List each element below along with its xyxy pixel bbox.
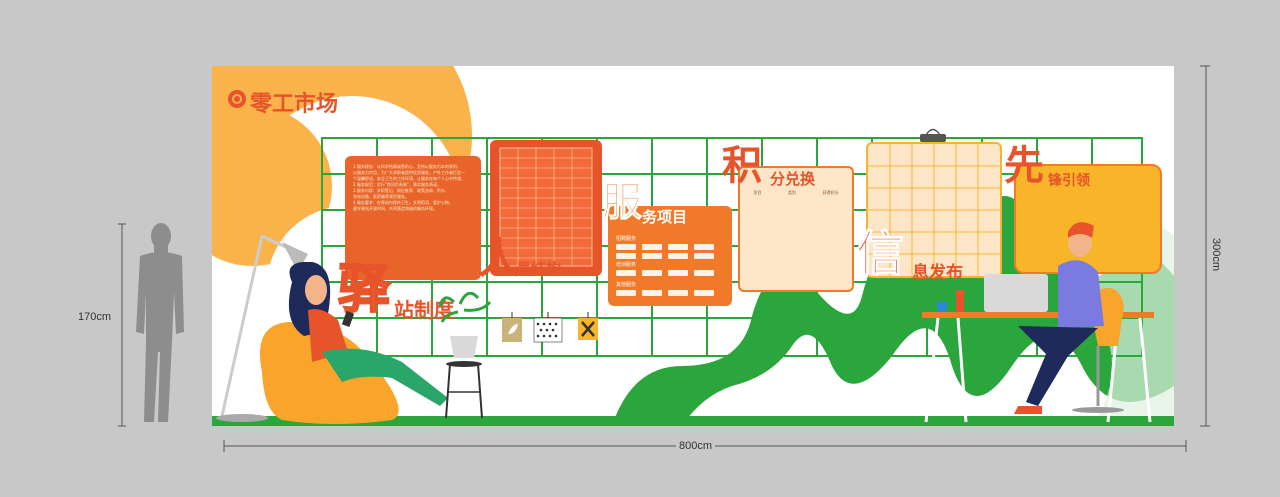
personnel-big-char: 人 bbox=[478, 234, 521, 283]
personnel-panel bbox=[490, 140, 602, 276]
points-panel: 项目 类别 获得积分 bbox=[738, 166, 854, 292]
pioneer-title-rest: 锋引领 bbox=[1048, 173, 1090, 189]
rules-line-1: 1.服务理念：以科学热情诚恳的心，坚持以服务为本的原则， bbox=[353, 164, 461, 169]
info-title-rest: 息发布 bbox=[912, 263, 963, 283]
services-group-2: 培训服务 bbox=[616, 262, 637, 268]
rules-line-6: 充电设备、医药箱等便民服务。 bbox=[353, 194, 409, 199]
services-tags bbox=[616, 244, 714, 296]
points-table-header: 项目 类别 获得积分 bbox=[740, 190, 852, 196]
info-panel bbox=[866, 142, 1002, 278]
points-big-char: 积 bbox=[722, 143, 762, 189]
rules-line-8: 遵守驿站开放时间，共同营造和谐的服务环境。 bbox=[353, 206, 437, 211]
points-title-rest: 分兑换 bbox=[770, 170, 816, 188]
dim-wall-width: 800cm bbox=[676, 440, 716, 452]
points-col-3: 获得积分 bbox=[822, 190, 839, 195]
person-silhouette bbox=[136, 223, 184, 422]
woman-on-beanbag-illustration bbox=[260, 262, 448, 424]
personnel-title-rest: 员结构 bbox=[516, 260, 562, 278]
dim-wall-height: 300cm bbox=[1210, 238, 1222, 272]
rules-line-7: 4.服务要求：在驿站内保持卫生，文明用语，爱护公物， bbox=[353, 200, 453, 205]
points-col-2: 类别 bbox=[787, 190, 796, 195]
circle-logo-icon bbox=[228, 90, 246, 108]
plant-stool bbox=[438, 292, 492, 419]
rules-line-3: 个温馨舒适、安全卫生的工作环境，让服务在每个人心中传递， bbox=[353, 176, 465, 181]
info-grid bbox=[868, 144, 1000, 276]
binder-clip-icon bbox=[920, 128, 946, 142]
services-group-1: 招聘服务 bbox=[616, 236, 637, 242]
station-big-char: 驿 bbox=[337, 260, 391, 320]
dim-person-height: 170cm bbox=[78, 311, 112, 323]
pioneer-big-char: 先 bbox=[1004, 143, 1044, 189]
station-rules-panel: 1.服务理念：以科学热情诚恳的心，坚持以服务为本的原则， 以服务为宗旨，为广大求… bbox=[345, 156, 481, 280]
personnel-table bbox=[499, 147, 593, 267]
hanging-cards bbox=[502, 312, 598, 343]
pioneer-panel bbox=[1014, 164, 1162, 274]
wall-panel: 零工市场 1.服务理念：以科学热情诚恳的心，坚持以服务为本的原则， 以服务为宗旨… bbox=[212, 66, 1174, 426]
rules-line-5: 3.服务内容：求职登记、岗位推荐、政策咨询、供水、 bbox=[353, 188, 449, 193]
info-big-char: 信 bbox=[855, 226, 905, 282]
logo-title: 零工市场 bbox=[250, 92, 339, 117]
floor-lamp bbox=[216, 234, 308, 422]
rules-line-4: 2.服务规范：实行“首问负责制”，落实服务承诺， bbox=[353, 182, 441, 187]
services-panel: 招聘服务 培训服务 其他服务 bbox=[608, 206, 732, 306]
services-group-3: 其他服务 bbox=[616, 282, 637, 288]
services-title-rest: 务项目 bbox=[642, 206, 688, 227]
man-at-desk-illustration bbox=[922, 222, 1154, 423]
rules-line-2: 以服务为宗旨，为广大求职者提供优质服务，户外工作者打造一 bbox=[353, 170, 465, 175]
points-col-1: 项目 bbox=[753, 190, 762, 195]
services-big-char: 服 bbox=[602, 179, 643, 225]
